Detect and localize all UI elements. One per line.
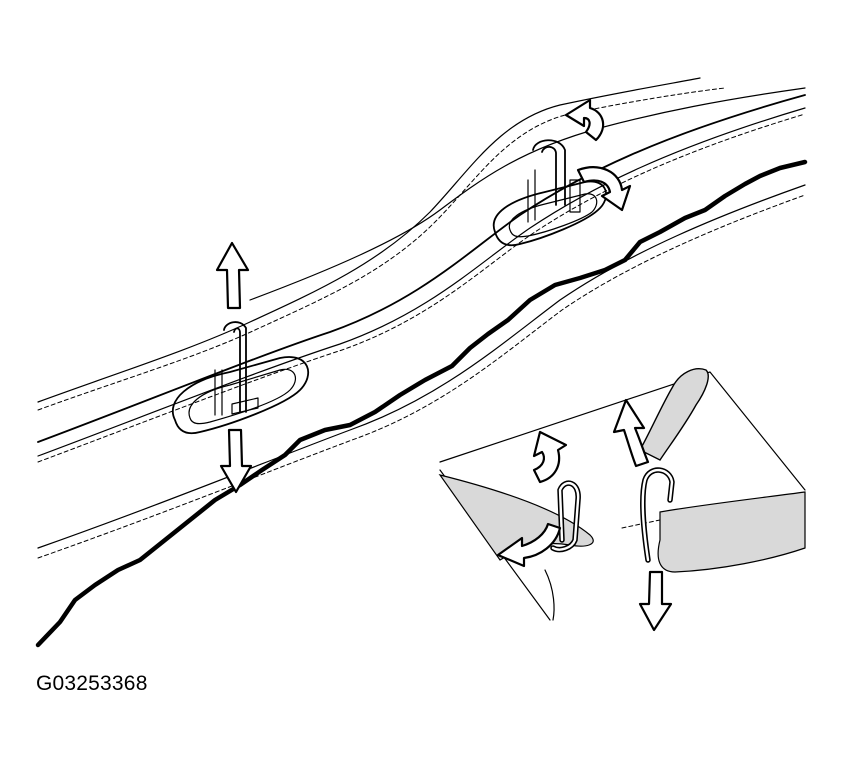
right-curved-arrows	[564, 98, 632, 212]
inset-bent-tab	[639, 368, 709, 461]
inset-clip-left	[550, 480, 581, 553]
figure-id-label: G03253368	[36, 672, 148, 695]
inset-right-panel	[657, 491, 806, 573]
left-vertical-arrow	[215, 241, 253, 494]
inset-arrows	[496, 398, 673, 632]
inset-clip-right	[640, 467, 675, 563]
trim-strip	[37, 77, 806, 559]
left-clip-slot	[172, 321, 310, 435]
right-clip-slot	[492, 139, 607, 247]
panel-break-edge	[35, 159, 808, 648]
